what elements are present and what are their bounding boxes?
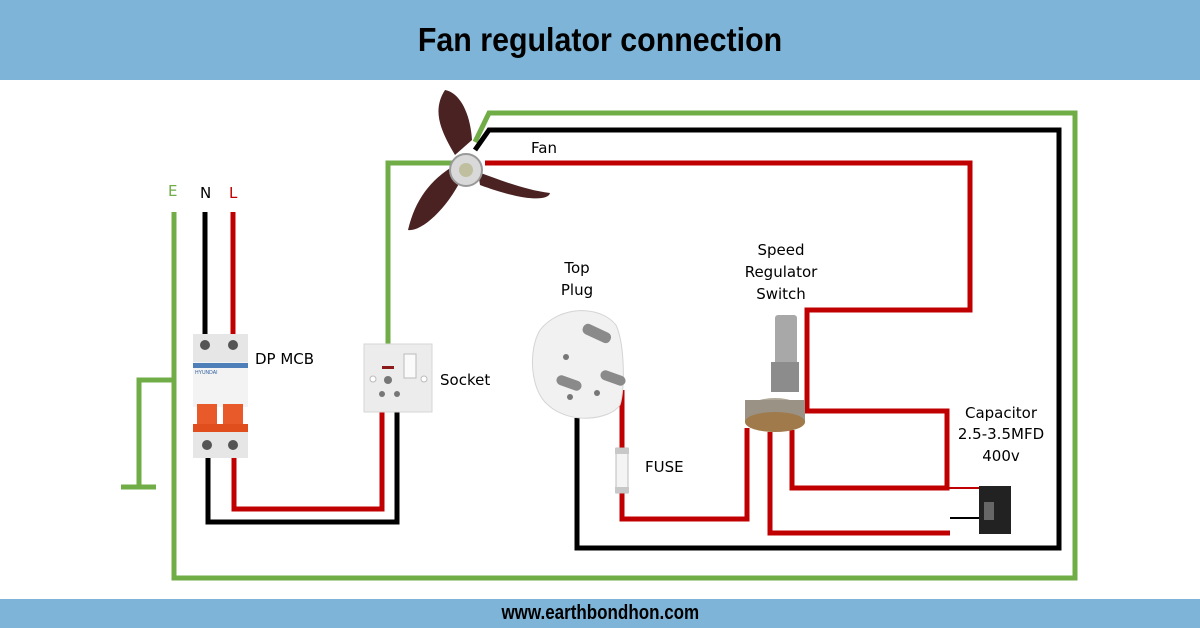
live-fuse-to-regulator <box>619 428 750 522</box>
regulator-label-line1: Speed <box>757 241 804 259</box>
plug-label-line2: Plug <box>561 281 593 299</box>
capacitor-label-line2: 2.5-3.5MFD <box>958 425 1044 443</box>
title-banner: Fan regulator connection <box>0 0 1200 80</box>
mcb-mid-body <box>193 362 248 407</box>
fan-blade-left <box>408 165 462 231</box>
earth-wire-socket <box>385 160 455 380</box>
plug-screw-2 <box>567 394 573 400</box>
mcb-screw-top-l <box>228 340 238 350</box>
wiring-diagram: HYUNDAI E N <box>121 90 1078 581</box>
socket-indicator <box>382 366 394 369</box>
socket-switch <box>403 353 417 379</box>
mcb-switch-right <box>223 404 243 426</box>
earth-wires <box>121 110 1078 581</box>
earth-wire-main <box>171 110 1078 581</box>
wall-socket <box>363 343 433 413</box>
speed-regulator <box>745 315 805 432</box>
live-fan-to-regulator <box>485 160 973 491</box>
fuse-label: FUSE <box>645 458 684 476</box>
mcb-screw-bottom-l <box>228 440 238 450</box>
live-label: L <box>229 184 238 202</box>
socket-earth-pin <box>384 376 392 384</box>
earth-label: E <box>168 182 177 200</box>
website-url: www.earthbondhon.com <box>501 602 699 624</box>
mcb-label: DP MCB <box>255 350 314 368</box>
plug-screw-3 <box>594 390 600 396</box>
plug-screw-1 <box>563 354 569 360</box>
socket-label: Socket <box>440 371 490 389</box>
fan-blade-top <box>438 90 472 155</box>
fuse-glass <box>615 447 629 494</box>
socket-pin-left <box>379 391 385 397</box>
socket-pin-right <box>394 391 400 397</box>
mcb-handle-bar <box>193 424 248 432</box>
fan-blade-right <box>478 172 550 199</box>
fan-label: Fan <box>531 139 557 157</box>
capacitor-marking <box>984 502 994 520</box>
top-plug <box>531 310 626 419</box>
plug-pin-neutral <box>556 375 582 391</box>
regulator-shaft <box>775 315 797 365</box>
socket-screw-right <box>420 375 428 383</box>
ceiling-fan <box>408 90 550 231</box>
socket-screw-left <box>369 375 377 383</box>
dp-mcb: HYUNDAI <box>193 334 248 458</box>
regulator-thread <box>771 362 799 392</box>
live-regulator-to-capacitor <box>767 432 950 536</box>
mcb-screw-bottom-n <box>202 440 212 450</box>
capacitor <box>979 486 1011 534</box>
footer-banner: www.earthbondhon.com <box>0 599 1200 628</box>
live-mcb-to-socket <box>231 395 385 512</box>
fuse-cap-bottom <box>615 487 629 493</box>
capacitor-label-line1: Capacitor <box>965 404 1038 422</box>
mcb-bottom-body <box>193 432 248 458</box>
fuse-cap-top <box>615 448 629 454</box>
neutral-label: N <box>200 184 211 202</box>
fan-hub-center <box>459 163 473 177</box>
fuse <box>615 447 629 494</box>
regulator-label-line2: Regulator <box>745 263 818 281</box>
live-wires <box>230 160 985 536</box>
mcb-screw-top-n <box>200 340 210 350</box>
plug-pin-live <box>600 370 626 386</box>
regulator-label-line3: Switch <box>756 285 806 303</box>
plug-label-line1: Top <box>563 259 589 277</box>
regulator-base-bottom <box>745 412 805 432</box>
plug-body <box>531 310 624 419</box>
mcb-switch-left <box>197 404 217 426</box>
page-title: Fan regulator connection <box>417 21 783 58</box>
mcb-brand-strip <box>193 363 248 368</box>
mcb-brand: HYUNDAI <box>195 370 218 376</box>
neutral-mcb-to-socket <box>205 395 400 525</box>
earth-wire-ground-branch <box>136 377 174 487</box>
neutral-wires <box>202 127 1062 551</box>
plug-pin-earth <box>582 323 612 344</box>
neutral-fan-loop <box>472 127 1062 551</box>
capacitor-body <box>979 486 1011 534</box>
capacitor-label-line3: 400v <box>982 447 1020 465</box>
